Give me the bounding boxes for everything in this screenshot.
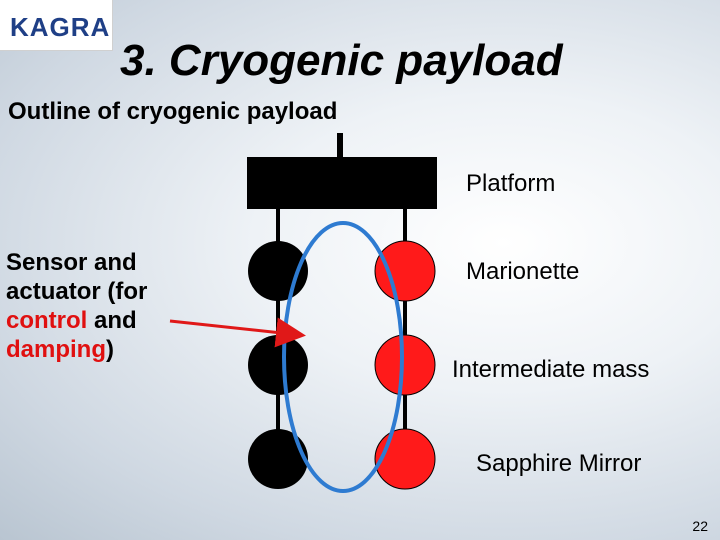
kagra-logo: KAGRA (0, 0, 113, 51)
platform-label: Platform (466, 170, 556, 197)
sensor-line-1: Sensor and (6, 249, 137, 276)
slide-subtitle: Outline of cryogenic payload (8, 98, 338, 125)
sensor-line-4: damping) (6, 335, 147, 364)
platform-block (247, 157, 437, 209)
sensor-ellipse (282, 221, 404, 493)
slide-title: 3. Cryogenic payload (120, 36, 563, 85)
sensor-line-2: actuator (for (6, 278, 148, 305)
sensor-line-3-rest: and (87, 307, 137, 334)
control-word: control (6, 307, 88, 334)
left-mass-2 (248, 335, 308, 395)
sensor-actuator-caption: Sensor and actuator (for control and dam… (6, 248, 147, 364)
sapphire-mirror-mass (374, 428, 436, 490)
left-mass-3 (248, 429, 308, 489)
intermediate-mass-label: Intermediate mass (452, 356, 650, 383)
page-number: 22 (692, 518, 708, 534)
damping-word: damping (6, 336, 106, 363)
marionette-label: Marionette (466, 258, 580, 285)
logo-text: KAGRA (10, 12, 111, 42)
intermediate-mass (374, 334, 436, 396)
sensor-line-3: control and (6, 306, 147, 335)
sensor-arrow (169, 317, 306, 348)
sensor-line-4-rest: ) (106, 336, 114, 363)
marionette-mass (374, 240, 436, 302)
sapphire-mirror-label: Sapphire Mirror (476, 450, 642, 477)
